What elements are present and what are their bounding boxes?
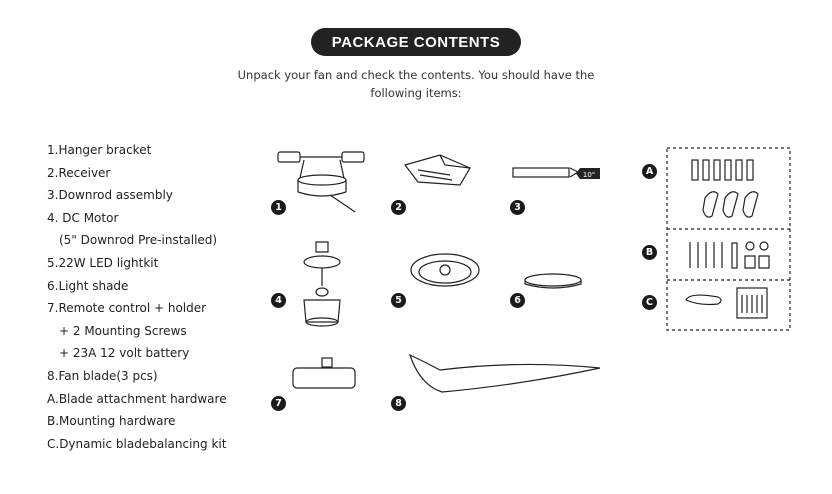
list-item: 2.Receiver [47,165,111,180]
list-item: C.Dynamic bladebalancing kit [47,436,227,451]
hanger-bracket-illustration [277,151,365,213]
intro-line-1: Unpack your fan and check the contents. … [237,68,595,82]
list-item: + 2 Mounting Screws [59,323,187,338]
list-item: A.Blade attachment hardware [47,391,227,406]
page-title: PACKAGE CONTENTS [311,28,521,56]
remote-illustration [292,357,356,389]
list-item: 4. DC Motor [47,210,119,225]
list-item: 7.Remote control + holder [47,301,207,316]
marker-b: B [642,245,657,260]
page-title-text: PACKAGE CONTENTS [331,33,501,51]
list-item: + 23A 12 volt battery [59,346,190,361]
marker-8: 8 [391,396,406,411]
hardware-box [666,147,791,331]
led-lightkit-illustration [410,253,480,287]
intro-line-2: following items: [370,86,462,100]
marker-c: C [642,295,657,310]
list-item: 8.Fan blade(3 pcs) [47,368,158,383]
marker-6: 6 [510,293,525,308]
list-item: 1.Hanger bracket [47,143,152,157]
light-shade-illustration [524,273,582,289]
marker-7: 7 [271,396,286,411]
list-item: 5.22W LED lightkit [47,255,159,270]
marker-a: A [642,164,657,179]
fan-blade-illustration [408,353,601,393]
list-item: B.Mounting hardware [47,414,176,429]
downrod-illustration [512,167,580,178]
list-item: 3.Downrod assembly [47,188,173,203]
marker-4: 4 [271,293,286,308]
intro-text: Unpack your fan and check the contents. … [200,66,632,102]
downrod-length-tag: 10" [576,168,600,179]
marker-2: 2 [391,200,406,215]
balancing-kit-illustration [685,287,768,319]
dc-motor-illustration [303,241,341,327]
list-item: 6.Light shade [47,278,129,293]
list-item: (5" Downrod Pre-installed) [59,233,218,248]
blade-attachment-hardware-illustration [691,159,759,218]
mounting-hardware-illustration [689,241,770,269]
receiver-illustration [403,154,471,186]
marker-1: 1 [271,200,286,215]
downrod-length-text: 10" [583,171,595,179]
item-list: 1.Hanger bracket 2.Receiver 3.Downrod as… [47,139,227,455]
marker-5: 5 [391,293,406,308]
marker-3: 3 [510,200,525,215]
